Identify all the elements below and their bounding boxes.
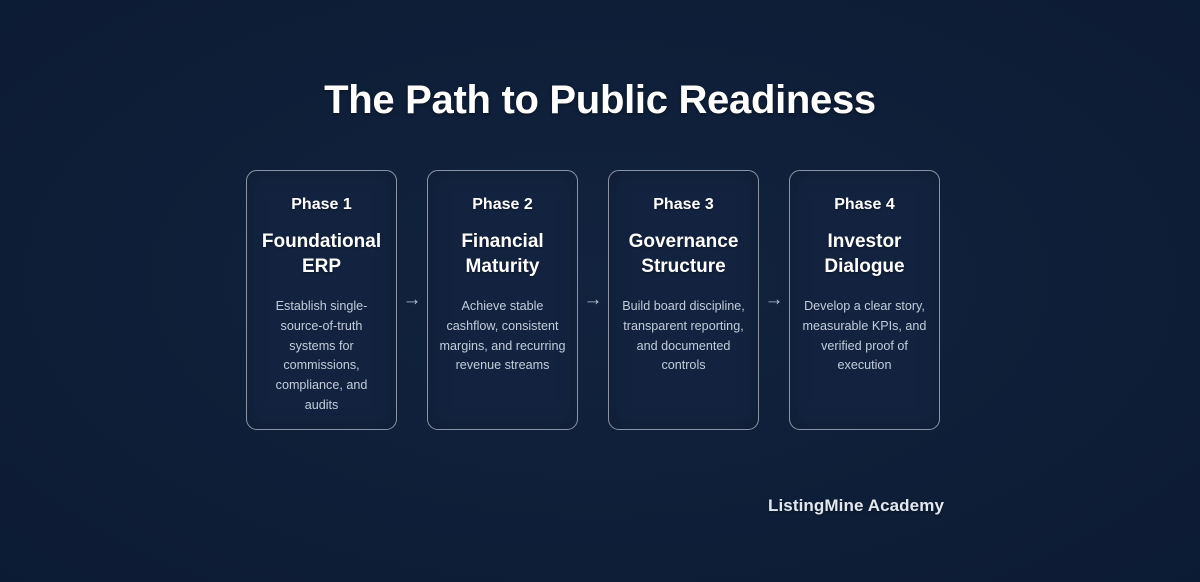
phase-card-4[interactable]: Phase 4 Investor Dialogue Develop a clea… [789, 170, 940, 430]
phase-name: Governance Structure [628, 231, 739, 277]
phase-description: Develop a clear story, measurable KPIs, … [802, 298, 927, 373]
arrow-right-icon: → [764, 288, 784, 310]
phase-description: Build board discipline, transparent repo… [622, 298, 745, 373]
phase-card-1[interactable]: Phase 1 Foundational ERP Establish singl… [246, 170, 397, 430]
phase-card-2[interactable]: Phase 2 Financial Maturity Achieve stabl… [427, 170, 578, 430]
brand-footer: ListingMine Academy [767, 496, 944, 515]
phase-name: Financial Maturity [461, 231, 544, 277]
phase-label: Phase 4 [834, 196, 895, 213]
phase-card-3[interactable]: Phase 3 Governance Structure Build board… [608, 170, 759, 430]
arrow-right-icon: → [583, 288, 603, 310]
phase-flow-diagram: Phase 1 Foundational ERP Establish singl… [246, 170, 940, 430]
arrow-right-icon: → [402, 288, 422, 310]
phase-label: Phase 1 [291, 196, 352, 213]
phase-label: Phase 2 [472, 196, 533, 213]
phase-name: Foundational ERP [261, 231, 382, 277]
phase-description: Establish single-source-of-truth systems… [275, 298, 368, 413]
phase-name: Investor Dialogue [824, 231, 905, 277]
phase-description: Achieve stable cashflow, consistent marg… [439, 298, 566, 373]
page-title: The Path to Public Readiness [324, 78, 876, 122]
phase-label: Phase 3 [653, 196, 714, 213]
